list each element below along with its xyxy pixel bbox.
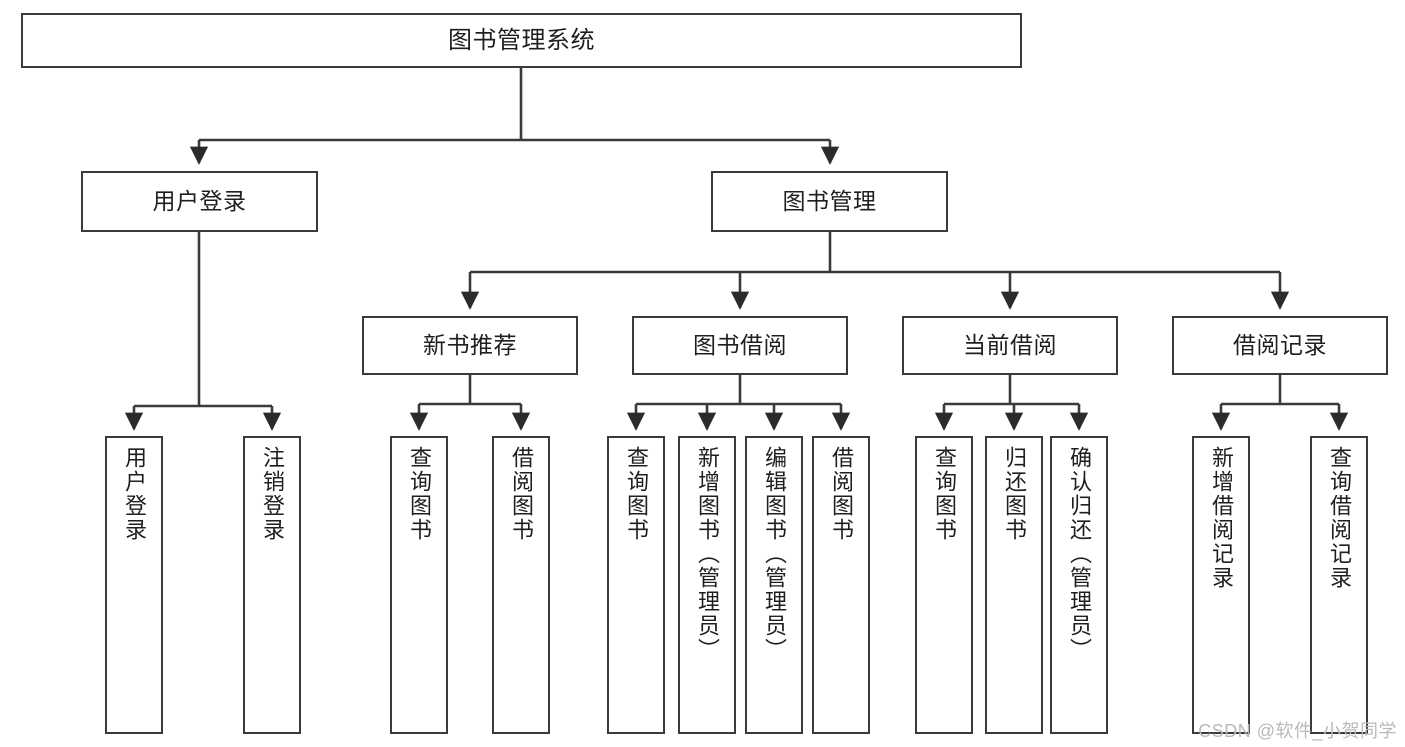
node-label: 图书借阅 bbox=[693, 332, 787, 359]
leaf-edit-book-admin[interactable]: 编辑图书（管理员） bbox=[745, 436, 803, 734]
node-label: 当前借阅 bbox=[963, 332, 1057, 359]
leaf-query-book-current[interactable]: 查询图书 bbox=[915, 436, 973, 734]
csdn-watermark: CSDN @软件_小贺同学 bbox=[1198, 721, 1397, 741]
node-current-borrow[interactable]: 当前借阅 bbox=[902, 316, 1118, 375]
leaf-add-book-admin[interactable]: 新增图书（管理员） bbox=[678, 436, 736, 734]
node-label: 图书管理系统 bbox=[448, 26, 595, 54]
node-label: 确认归还（管理员） bbox=[1066, 446, 1092, 662]
node-label: 借阅记录 bbox=[1233, 332, 1327, 359]
leaf-borrow-book[interactable]: 借阅图书 bbox=[812, 436, 870, 734]
node-borrow-record[interactable]: 借阅记录 bbox=[1172, 316, 1388, 375]
node-label: 编辑图书（管理员） bbox=[761, 446, 787, 662]
leaf-query-book-recommend[interactable]: 查询图书 bbox=[390, 436, 448, 734]
node-label: 新增借阅记录 bbox=[1208, 446, 1234, 590]
node-label: 用户登录 bbox=[152, 188, 247, 215]
node-user-login[interactable]: 用户登录 bbox=[81, 171, 318, 232]
node-label: 借阅图书 bbox=[508, 446, 534, 542]
leaf-confirm-return-admin[interactable]: 确认归还（管理员） bbox=[1050, 436, 1108, 734]
leaf-query-borrow-record[interactable]: 查询借阅记录 bbox=[1310, 436, 1368, 734]
leaf-user-login[interactable]: 用户登录 bbox=[105, 436, 163, 734]
node-label: 查询图书 bbox=[406, 446, 432, 542]
leaf-add-borrow-record[interactable]: 新增借阅记录 bbox=[1192, 436, 1250, 734]
node-label: 新增图书（管理员） bbox=[694, 446, 720, 662]
leaf-return-book[interactable]: 归还图书 bbox=[985, 436, 1043, 734]
leaf-logout[interactable]: 注销登录 bbox=[243, 436, 301, 734]
node-label: 归还图书 bbox=[1001, 446, 1027, 542]
node-label: 借阅图书 bbox=[828, 446, 854, 542]
node-root-book-management-system[interactable]: 图书管理系统 bbox=[21, 13, 1022, 68]
leaf-query-book-borrow[interactable]: 查询图书 bbox=[607, 436, 665, 734]
node-label: 图书管理 bbox=[782, 188, 877, 215]
node-label: 查询图书 bbox=[623, 446, 649, 542]
node-label: 注销登录 bbox=[259, 446, 285, 542]
node-book-management[interactable]: 图书管理 bbox=[711, 171, 948, 232]
node-label: 查询借阅记录 bbox=[1326, 446, 1352, 590]
node-label: 新书推荐 bbox=[423, 332, 517, 359]
node-label: 查询图书 bbox=[931, 446, 957, 542]
node-label: 用户登录 bbox=[121, 446, 147, 542]
node-book-borrow[interactable]: 图书借阅 bbox=[632, 316, 848, 375]
leaf-borrow-book-recommend[interactable]: 借阅图书 bbox=[492, 436, 550, 734]
node-new-book-recommend[interactable]: 新书推荐 bbox=[362, 316, 578, 375]
